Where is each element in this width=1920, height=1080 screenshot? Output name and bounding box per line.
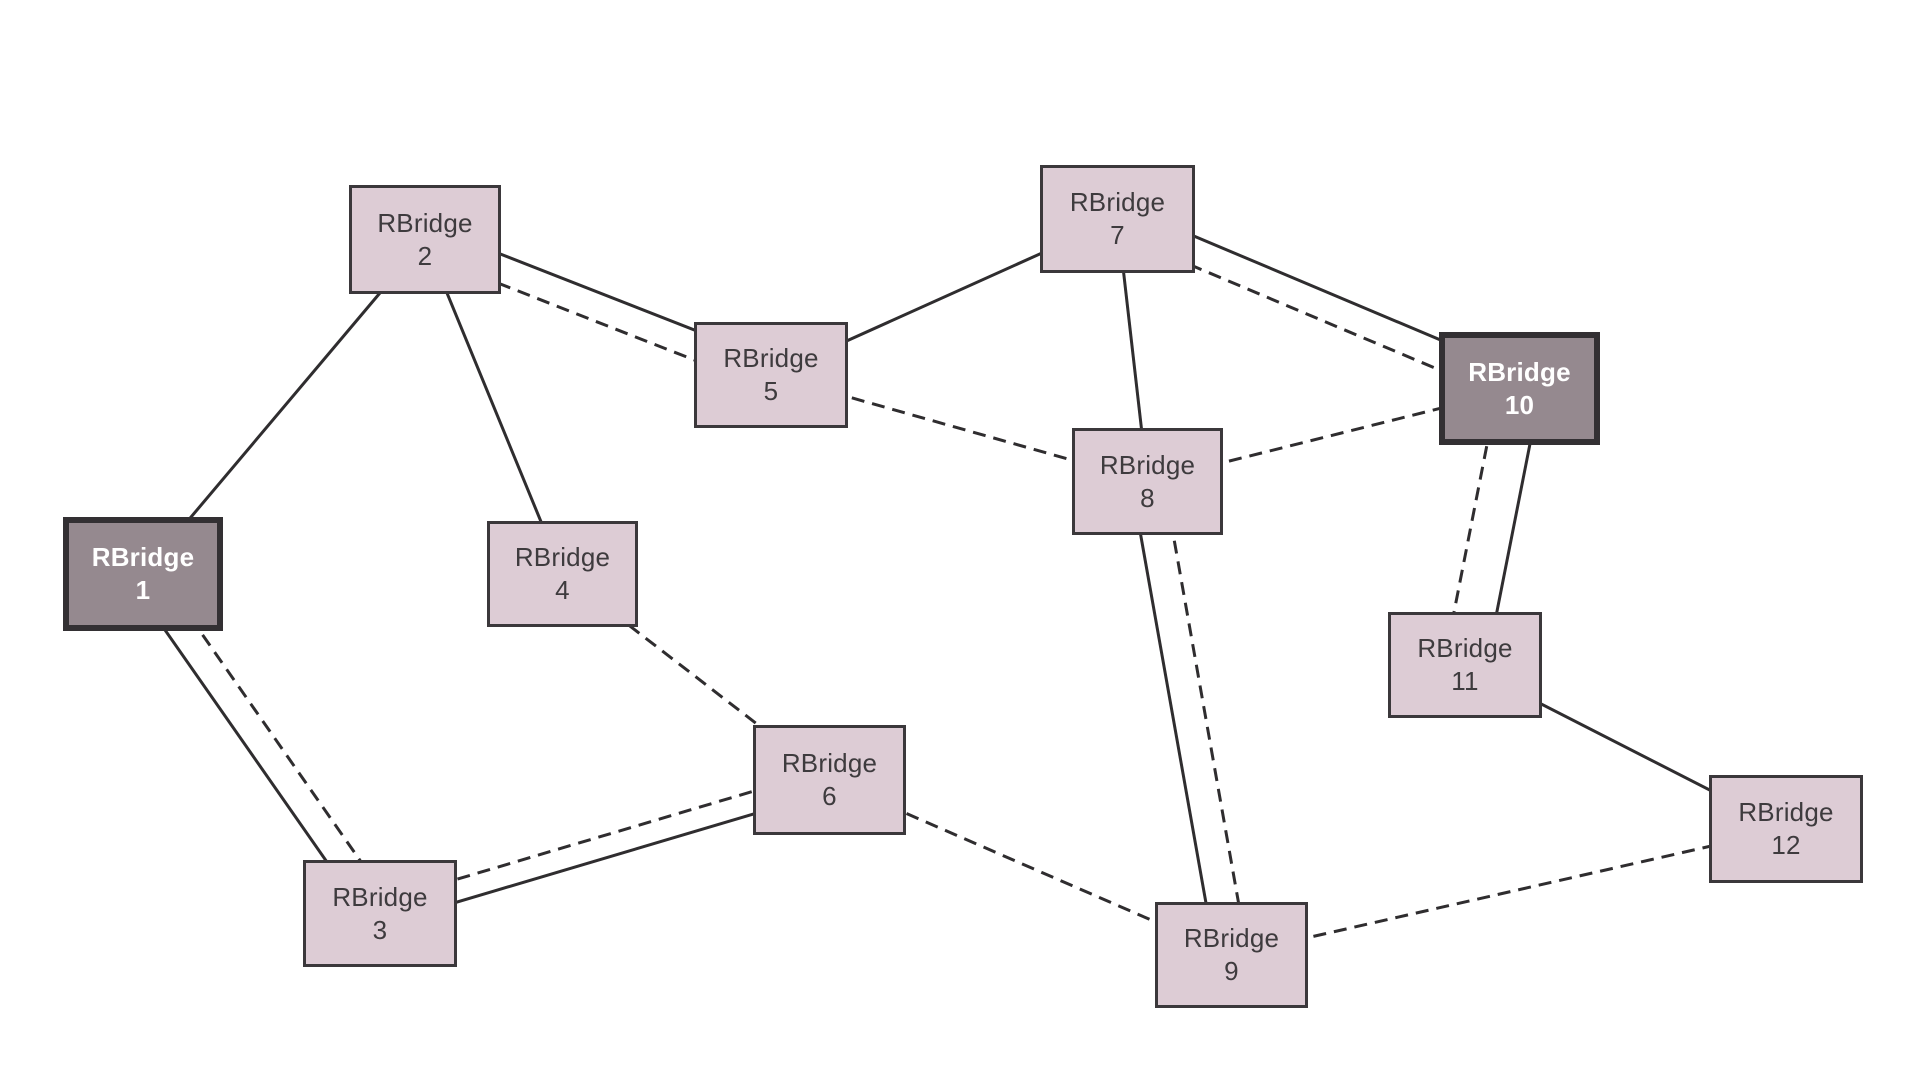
node-label: RBridge bbox=[514, 542, 611, 572]
link-rbridge8-rbridge9-dashed bbox=[1161, 478, 1249, 953]
node-number: 2 bbox=[417, 240, 433, 271]
node-number: 9 bbox=[1224, 956, 1239, 986]
node-label: RBridge bbox=[723, 343, 819, 373]
node-label: RBridge bbox=[1468, 356, 1571, 387]
node-label: RBridge bbox=[377, 207, 473, 238]
node-label: RBridge bbox=[1183, 923, 1280, 953]
node-label: RBridge bbox=[1099, 449, 1196, 480]
link-rbridge2-rbridge4-solid bbox=[423, 238, 564, 575]
node-number: 5 bbox=[763, 376, 779, 406]
link-rbridge8-rbridge9-solid bbox=[1130, 484, 1218, 959]
node-label: RBridge bbox=[781, 748, 878, 778]
node-number: 4 bbox=[555, 575, 570, 605]
node-number: 7 bbox=[1110, 220, 1125, 250]
link-rbridge9-rbridge12-dashed bbox=[1231, 827, 1787, 957]
node-label: RBridge bbox=[91, 542, 195, 572]
node-number: 1 bbox=[135, 575, 151, 605]
node-number: 12 bbox=[1771, 830, 1801, 860]
link-rbridge3-rbridge6-dashed bbox=[376, 768, 827, 905]
node-label: RBridge bbox=[1069, 187, 1166, 217]
node-label: RBridge bbox=[1417, 633, 1513, 663]
node-number: 8 bbox=[1140, 482, 1155, 513]
node-number: 10 bbox=[1504, 389, 1535, 420]
node-number: 11 bbox=[1451, 666, 1479, 696]
node-number: 6 bbox=[822, 781, 837, 811]
node-number: 3 bbox=[372, 914, 388, 945]
node-label: RBridge bbox=[1738, 797, 1834, 827]
node-label: RBridge bbox=[332, 881, 428, 912]
